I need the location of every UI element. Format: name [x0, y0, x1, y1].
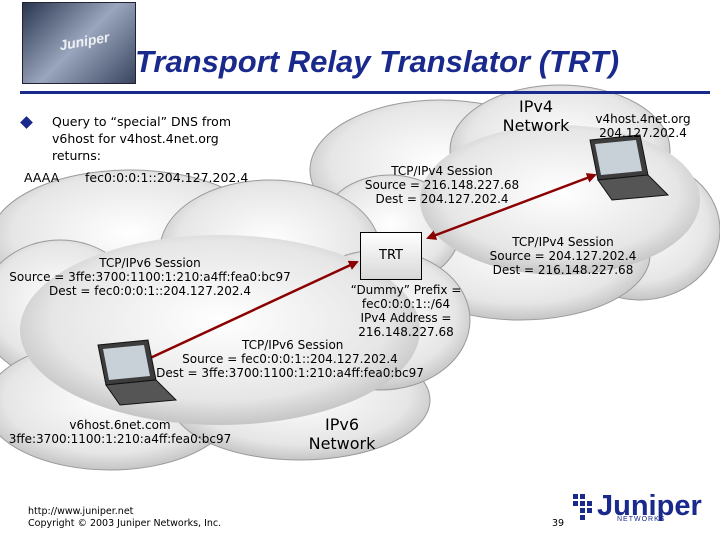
v4host-label: v4host.4net.org 204.127.202.4 — [588, 112, 698, 140]
session-dest: Dest = fec0:0:0:1::204.127.202.4 — [48, 284, 251, 298]
trt-info-line-4: 216.148.227.68 — [358, 325, 454, 339]
trt-box: TRT — [360, 232, 422, 280]
session-dest: Dest = 3ffe:3700:1100:1:210:a4ff:fea0:bc… — [156, 366, 424, 380]
ipv6-network-line-2: Network — [308, 434, 376, 453]
trt-info-line-3: IPv4 Address = — [360, 311, 452, 325]
laptop-icon — [97, 339, 178, 406]
brand-logo: Juniper — [597, 490, 702, 522]
laptop-icon — [589, 134, 670, 201]
ipv4-network-label: IPv4 Network — [496, 97, 576, 135]
ipv4-network-line-2: Network — [502, 116, 570, 135]
v4host-address: 204.127.202.4 — [599, 126, 687, 140]
session-title: TCP/IPv6 Session — [99, 256, 201, 270]
session-title: TCP/IPv6 Session — [242, 338, 344, 352]
juniper-device-photo: Juniper — [22, 2, 136, 84]
title-divider — [20, 91, 710, 94]
footer-url[interactable]: http://www.juniper.net — [28, 506, 134, 517]
v6host-name: v6host.6net.com — [69, 418, 171, 432]
query-line-2: v6host for v4host.4net.org — [52, 131, 219, 146]
brand-tagline: NETWORKS — [617, 516, 666, 523]
session-title: TCP/IPv4 Session — [512, 235, 614, 249]
dns-record-value: fec0:0:0:1::204.127.202.4 — [85, 170, 249, 185]
session-source: Source = 3ffe:3700:1100:1:210:a4ff:fea0:… — [9, 270, 291, 284]
juniper-logo-icon — [573, 494, 592, 520]
ipv6-network-label: IPv6 Network — [302, 415, 382, 453]
query-line-1: Query to “special” DNS from — [52, 114, 231, 129]
ipv4-session-right: TCP/IPv4 Session Source = 204.127.202.4 … — [478, 235, 648, 277]
ipv6-session-left: TCP/IPv6 Session Source = 3ffe:3700:1100… — [2, 256, 298, 298]
arrow-v6host-to-trt — [118, 260, 359, 374]
trt-prefix-info: “Dummy” Prefix = fec0:0:0:1::/64 IPv4 Ad… — [336, 283, 476, 339]
ipv6-network-line-1: IPv6 — [324, 415, 359, 434]
session-dest: Dest = 204.127.202.4 — [375, 192, 509, 206]
trt-info-line-2: fec0:0:0:1::/64 — [361, 297, 451, 311]
logo-photo-text: Juniper — [57, 28, 111, 54]
session-source: Source = fec0:0:0:1::204.127.202.4 — [182, 352, 398, 366]
query-line-3: returns: — [52, 148, 101, 163]
ipv4-session-top: TCP/IPv4 Session Source = 216.148.227.68… — [352, 164, 532, 206]
page-title: Transport Relay Translator (TRT) — [135, 44, 620, 79]
session-source: Source = 216.148.227.68 — [364, 178, 520, 192]
footer-copyright: Copyright © 2003 Juniper Networks, Inc. — [28, 518, 222, 529]
v4host-name: v4host.4net.org — [595, 112, 691, 126]
session-dest: Dest = 216.148.227.68 — [492, 263, 634, 277]
ipv4-network-line-1: IPv4 — [518, 97, 553, 116]
session-source: Source = 204.127.202.4 — [489, 249, 637, 263]
trt-info-line-1: “Dummy” Prefix = — [350, 283, 462, 297]
dns-record-type: AAAA — [24, 170, 60, 185]
arrow-trt-to-v4host — [426, 173, 597, 240]
session-title: TCP/IPv4 Session — [391, 164, 493, 178]
v6host-address: 3ffe:3700:1100:1:210:a4ff:fea0:bc97 — [8, 432, 232, 446]
v6host-label: v6host.6net.com 3ffe:3700:1100:1:210:a4f… — [2, 418, 238, 446]
page-number: 39 — [552, 518, 565, 529]
ipv6-session-bottom: TCP/IPv6 Session Source = fec0:0:0:1::20… — [140, 338, 440, 380]
